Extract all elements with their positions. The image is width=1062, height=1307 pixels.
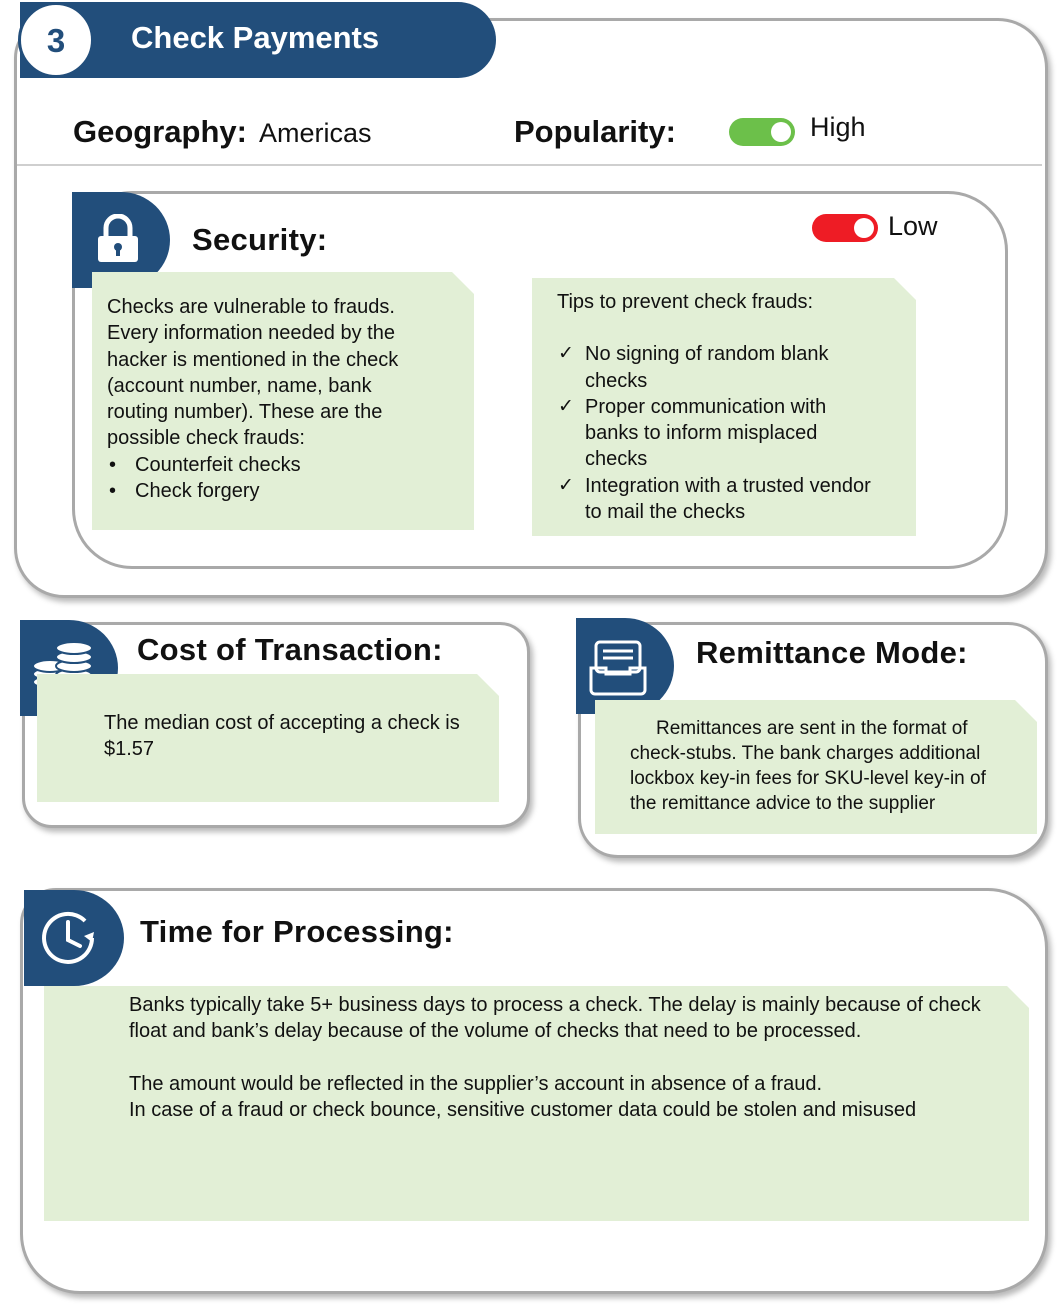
security-description: Checks are vulnerable to frauds. Every i…: [107, 294, 467, 505]
clock-refresh-icon: [42, 911, 94, 964]
remittance-panel: [595, 700, 1037, 834]
processing-text: Banks typically take 5+ business days to…: [129, 992, 1009, 1123]
popularity-toggle: [729, 118, 795, 146]
tip-item: No signing of random blank checks: [557, 341, 877, 394]
remittance-text: Remittances are sent in the format of ch…: [630, 718, 986, 814]
security-title: Security:: [192, 222, 328, 257]
security-toggle: [812, 214, 878, 242]
processing-paragraph-2b: In case of a fraud or check bounce, sens…: [129, 1098, 917, 1121]
processing-title: Time for Processing:: [140, 914, 454, 949]
remittance-icon-tab: [576, 618, 674, 714]
geography-value: Americas: [259, 118, 372, 148]
popularity-value: High: [810, 112, 866, 142]
processing-icon-tab: [24, 890, 124, 986]
remittance-title: Remittance Mode:: [696, 635, 968, 670]
section-number: 3: [46, 22, 66, 59]
tip-item: Proper communication with banks to infor…: [557, 394, 877, 473]
page-title: Check Payments: [131, 20, 380, 55]
geography-label: Geography:: [73, 114, 247, 149]
cost-panel: [37, 674, 499, 802]
security-tips: Tips to prevent check frauds: No signing…: [557, 289, 877, 525]
cost-title: Cost of Transaction:: [137, 632, 443, 667]
tips-title: Tips to prevent check frauds:: [557, 291, 814, 313]
fraud-type-item: Counterfeit checks: [107, 452, 467, 479]
cost-text: The median cost of accepting a check is …: [104, 712, 460, 761]
processing-paragraph-2a: The amount would be reflected in the sup…: [129, 1072, 823, 1095]
popularity-label: Popularity:: [514, 114, 676, 149]
info-divider: [17, 164, 1042, 166]
security-rating: Low: [888, 211, 938, 241]
lock-icon: [98, 214, 138, 262]
inbox-tray-icon: [589, 640, 647, 696]
section-number-badge: 3: [18, 2, 94, 78]
header-banner: [20, 2, 496, 78]
fraud-type-item: Check forgery: [107, 478, 467, 505]
tip-item: Integration with a trusted vendor to mai…: [557, 473, 877, 526]
processing-panel: [44, 986, 1029, 1221]
processing-paragraph-1: Banks typically take 5+ business days to…: [129, 994, 981, 1043]
